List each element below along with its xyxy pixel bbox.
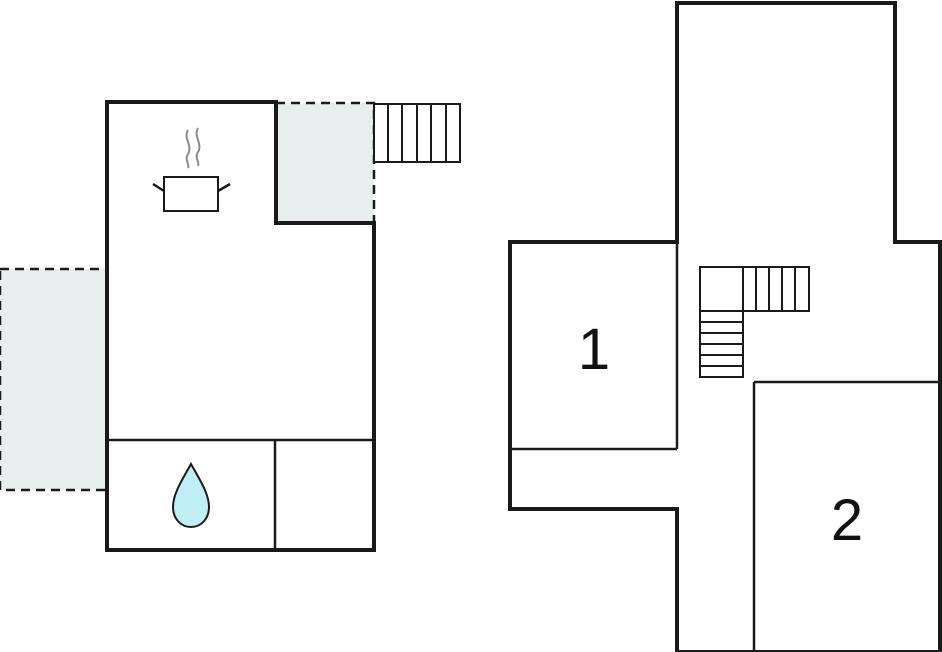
left-terrace (0, 267, 109, 492)
ground-floor-plan (0, 100, 461, 552)
room-1-label: 1 (578, 317, 610, 382)
upper-floor-plan: 1 2 (508, 1, 942, 652)
top-terrace (274, 101, 376, 225)
upper-floor-walls (508, 1, 942, 652)
exterior-stairs (373, 103, 461, 163)
room-2-label: 2 (831, 488, 863, 553)
interior-stairs (699, 266, 810, 378)
ground-floor-walls (105, 100, 376, 552)
water-drop-icon (171, 461, 211, 529)
kitchen-pot-icon (152, 127, 231, 212)
